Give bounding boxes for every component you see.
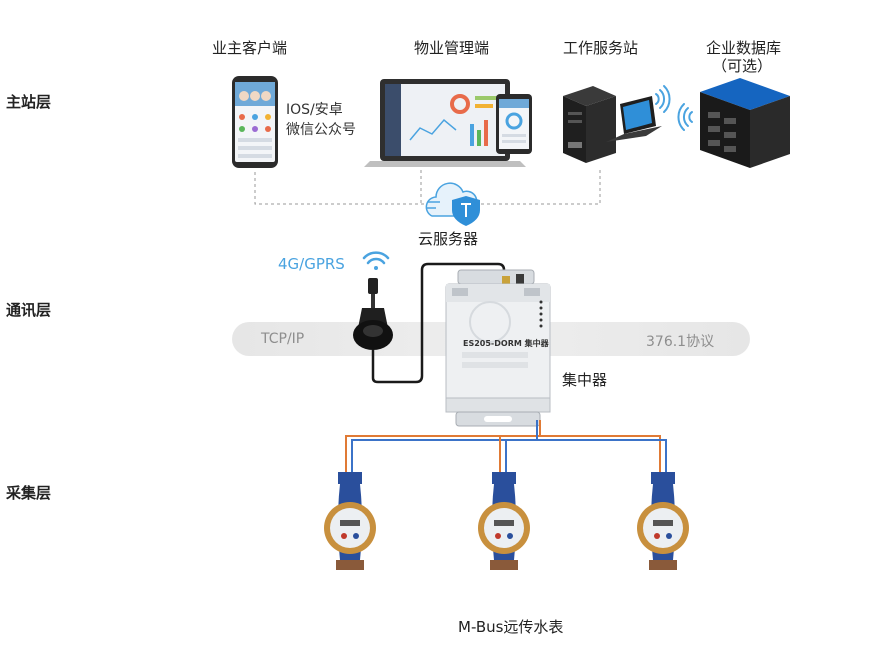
enterprise-db-label: 企业数据库 <box>706 39 782 57</box>
concentrator-device <box>445 269 551 427</box>
owner-client-platforms-2: 微信公众号 <box>286 122 356 138</box>
mbus-cables <box>345 420 667 478</box>
layer-label-collect: 采集层 <box>6 484 52 502</box>
owner-client-platforms-1: IOS/安卓 <box>286 102 343 118</box>
server-workstation-icon <box>563 86 662 163</box>
database-icon <box>700 78 790 168</box>
layer-label-comm: 通讯层 <box>6 301 52 319</box>
layer-label-master: 主站层 <box>6 93 52 111</box>
laptop-icon <box>364 79 532 167</box>
protocol-left-label: TCP/IP <box>261 331 305 347</box>
4g-signal-icon <box>362 251 390 270</box>
workstation-label: 工作服务站 <box>563 39 639 57</box>
concentrator-label: 集中器 <box>562 371 608 389</box>
water-meter-icon-3 <box>637 472 689 570</box>
antenna-cable <box>371 262 506 384</box>
enterprise-db-note: （可选） <box>712 57 773 75</box>
concentrator-model-label: ES205-DORM 集中器 <box>463 339 549 348</box>
water-meter-icon-2 <box>478 472 530 570</box>
protocol-right-label: 376.1协议 <box>646 334 715 350</box>
cloud-server-icon <box>425 182 480 226</box>
cloud-server-label: 云服务器 <box>418 230 479 248</box>
property-mgmt-label: 物业管理端 <box>414 39 490 57</box>
owner-client-label: 业主客户端 <box>212 39 288 57</box>
water-meter-label: M-Bus远传水表 <box>458 618 564 636</box>
water-meter-icon-1 <box>324 472 376 570</box>
wifi-signal-icon <box>655 85 693 131</box>
antenna-icon <box>353 278 393 350</box>
network-4g-label: 4G/GPRS <box>278 255 345 273</box>
smartphone-icon <box>232 76 278 168</box>
